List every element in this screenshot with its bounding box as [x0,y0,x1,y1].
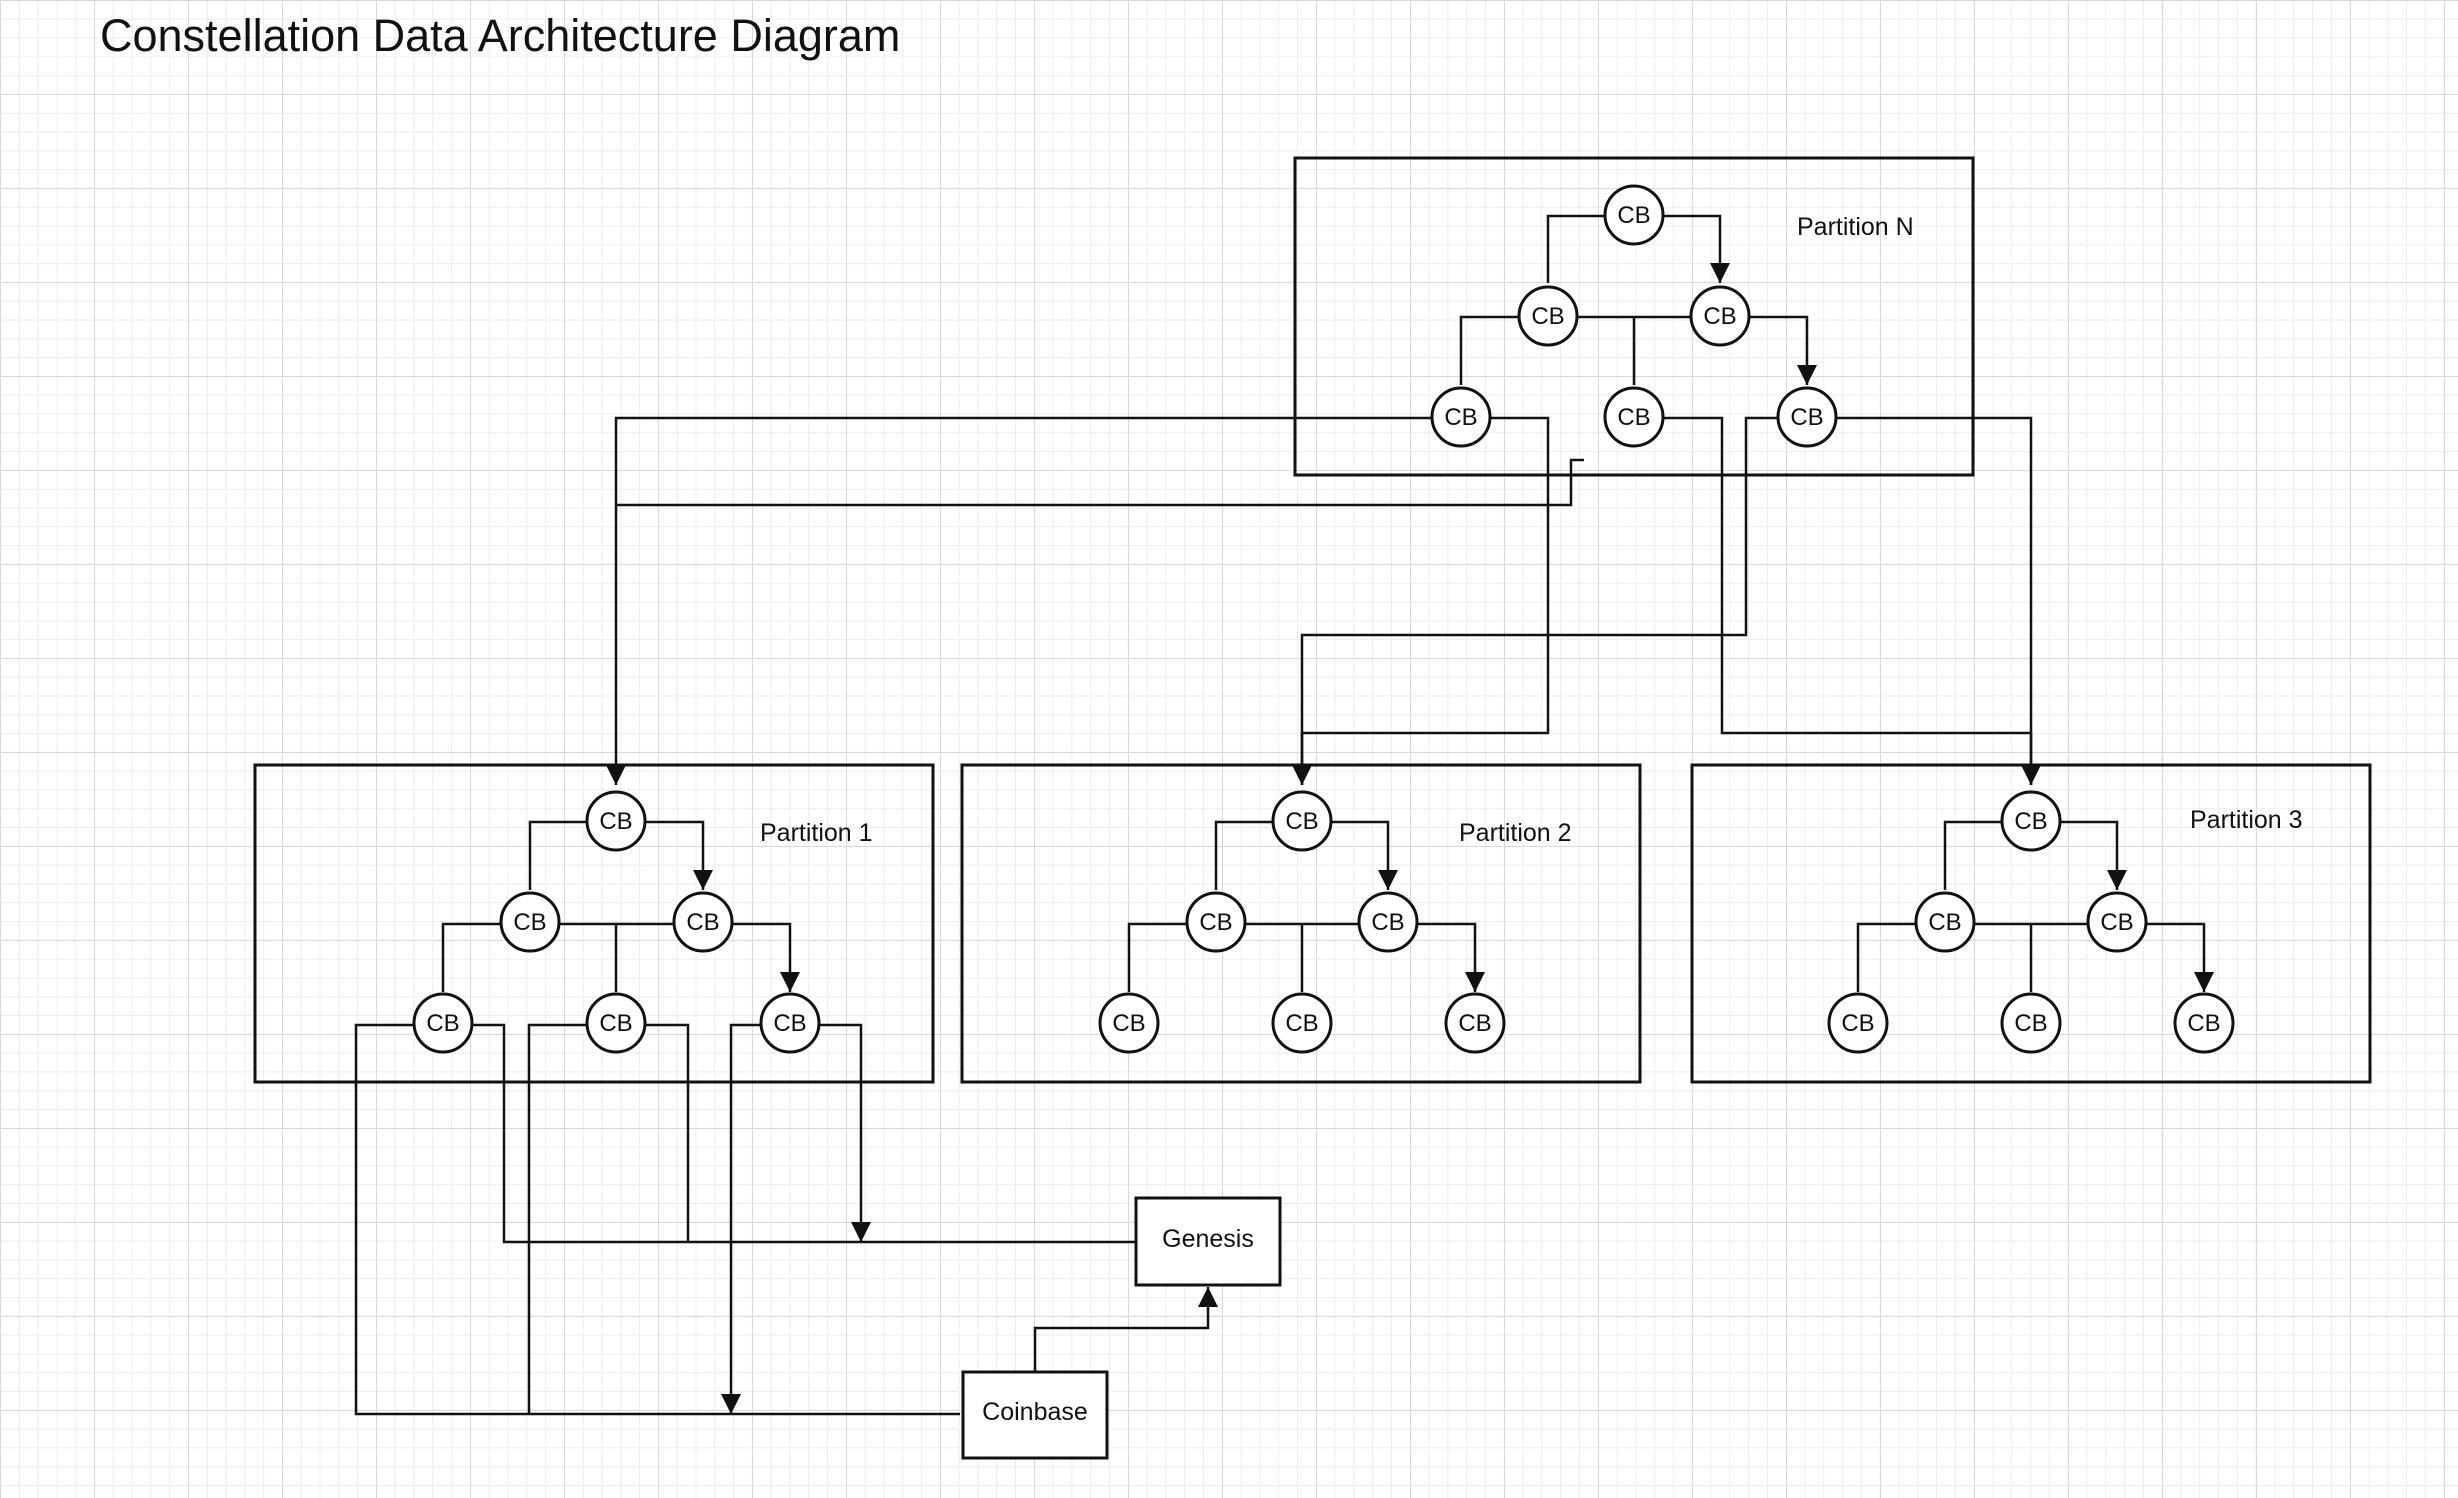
cb-node[interactable] [1517,285,1579,347]
cb-node-label: CB [426,1010,459,1037]
partition-3-edges [1943,820,2117,890]
cb-node[interactable] [585,790,647,852]
partition-2-label: Partition 2 [1459,819,1572,847]
cb-node[interactable] [1357,891,1419,953]
cb-node[interactable] [2173,992,2235,1054]
coinbase-box[interactable] [961,1370,1109,1460]
cb-node[interactable] [2086,891,2148,953]
partition-2-edges [1214,820,1388,890]
partition-1-edges-lower [441,922,790,992]
cb-node-label: CB [513,909,546,936]
diagram-title: Constellation Data Architecture Diagram [100,10,901,61]
partition-n-edges-lower [1459,315,1807,385]
cb-node[interactable] [1098,992,1160,1054]
partition-n-nodes: CB CB CB CB CB CB [1430,184,1838,448]
connector-p1-to-genesis [472,1023,1136,1242]
cb-node-label: CB [1285,808,1318,835]
cb-node[interactable] [412,992,474,1054]
cb-node[interactable] [2000,790,2062,852]
cb-node[interactable] [1185,891,1247,953]
cb-node[interactable] [1689,285,1751,347]
cb-node-label: CB [773,1010,806,1037]
partition-2-nodes: CB CB CB CB CB CB [1098,790,1506,1054]
cb-node-label: CB [2014,808,2047,835]
coinbase-label: Coinbase [982,1398,1088,1426]
cb-node[interactable] [1271,992,1333,1054]
cb-node-label: CB [1928,909,1961,936]
partition-3-label: Partition 3 [2190,806,2303,834]
cb-node-label: CB [1444,404,1477,431]
connector-pn-to-p3 [1663,416,2041,785]
cb-node-label: CB [1285,1010,1318,1037]
partition-3-nodes: CB CB CB CB CB CB [1827,790,2235,1054]
partition-n: Partition N CB CB CB CB CB CB [1293,156,1975,477]
partition-n-edges [1546,214,1720,283]
cb-node-label: CB [1703,303,1736,330]
cb-node-label: CB [1617,202,1650,229]
connector-pn-to-p2 [1292,416,1550,785]
partition-1: Partition 1 CB CB CB CB CB CB [253,763,935,1084]
cb-node[interactable] [672,891,734,953]
connector-pn-to-p3b [1836,416,2033,785]
partition-2-edges-lower [1127,922,1475,992]
cb-node-label: CB [1531,303,1564,330]
partition-1-nodes: CB CB CB CB CB CB [412,790,821,1054]
cb-node[interactable] [1444,992,1506,1054]
cb-node[interactable] [759,992,821,1054]
cb-node[interactable] [1603,184,1665,246]
connector-pn-to-p1 [616,416,1584,785]
leaf-connectors [354,1023,1218,1414]
partition-1-edges [528,820,703,890]
cb-node[interactable] [1827,992,1889,1054]
cb-node-label: CB [2187,1010,2220,1037]
partition-3: Partition 3 CB CB CB CB CB CB [1690,763,2372,1084]
cb-node-label: CB [686,909,719,936]
partition-1-label: Partition 1 [760,819,873,847]
cb-node-label: CB [2014,1010,2047,1037]
cb-node[interactable] [585,992,647,1054]
genesis-box[interactable] [1134,1196,1282,1287]
cb-node-label: CB [1790,404,1823,431]
partition-3-box [1690,763,2372,1084]
coinbase-block[interactable]: Coinbase [961,1370,1109,1460]
cb-node-label: CB [1841,1010,1874,1037]
genesis-label: Genesis [1162,1225,1254,1253]
cb-node-label: CB [1371,909,1404,936]
cb-node[interactable] [1271,790,1333,852]
cb-node-label: CB [2100,909,2133,936]
cb-node-label: CB [599,1010,632,1037]
partition-n-label: Partition N [1797,213,1914,241]
partition-n-box [1293,156,1975,477]
partition-2: Partition 2 CB CB CB CB CB CB [960,763,1642,1084]
connector-pn-to-p2b [1300,416,1778,785]
cb-node-label: CB [1199,909,1232,936]
partition-1-box [253,763,935,1084]
cb-node-label: CB [1112,1010,1145,1037]
cb-node-label: CB [1617,404,1650,431]
genesis-block[interactable]: Genesis [1134,1196,1282,1287]
cb-node-label: CB [599,808,632,835]
connector-coinbase-to-genesis [1033,1287,1218,1372]
cb-node[interactable] [1914,891,1976,953]
cb-node-label: CB [1458,1010,1491,1037]
cb-node[interactable] [2000,992,2062,1054]
partition-2-box [960,763,1642,1084]
cross-partition-connectors [616,416,2041,785]
partition-3-edges-lower [1856,922,2204,992]
cb-node[interactable] [499,891,561,953]
connector-p1-to-coinbase [354,1023,960,1414]
